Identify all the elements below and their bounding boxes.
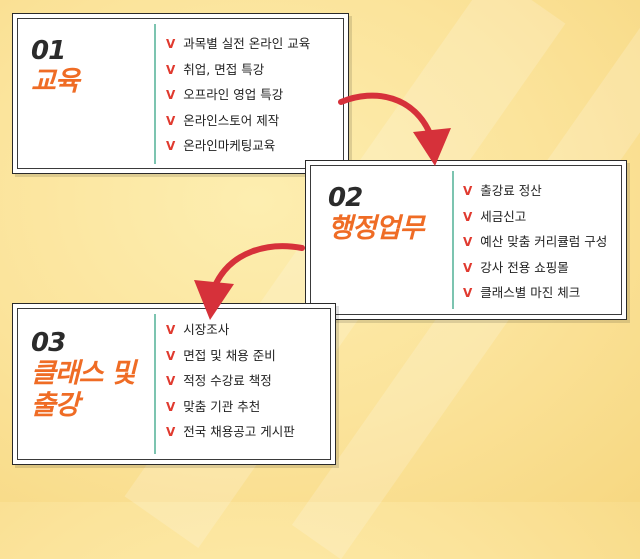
check-icon: V (166, 37, 176, 51)
list-item: V 과목별 실전 온라인 교육 (166, 31, 310, 57)
check-icon: V (463, 286, 473, 300)
list-item: V 온라인스토어 제작 (166, 108, 310, 134)
list-item: V 예산 맞춤 커리큘럼 구성 (463, 229, 607, 255)
check-icon: V (166, 113, 176, 128)
list-item-text: 오프라인 영업 특강 (183, 87, 284, 102)
section-title-line: 교육 (31, 66, 80, 97)
section-title: 클래스 및 출강 (31, 358, 136, 422)
section-card-class: 03 클래스 및 출강 V 시장조사 V 면접 및 채용 준비 V 적정 수강료 책정… (12, 303, 336, 465)
curved-arrow-icon (194, 243, 305, 320)
section-divider (154, 24, 156, 164)
list-item-text: 취업, 면접 특강 (183, 61, 265, 77)
list-item: V 시장조사 (166, 317, 295, 343)
section-item-list: V 시장조사 V 면접 및 채용 준비 V 적정 수강료 책정 V 맞춤 기관 추천 V… (166, 317, 295, 445)
list-item: V 온라인마케팅교육 (166, 133, 310, 159)
list-item-text: 세금신고 (480, 208, 527, 224)
check-icon: V (166, 62, 176, 77)
list-item-text: 과목별 실전 온라인 교육 (183, 36, 311, 51)
section-divider (452, 171, 454, 309)
list-item-text: 맞춤 기관 추천 (183, 398, 261, 414)
list-item-text: 출강료 정산 (480, 183, 542, 198)
curved-arrow-icon (338, 92, 451, 166)
list-item: V 적정 수강료 책정 (166, 368, 295, 394)
list-item-text: 온라인마케팅교육 (183, 138, 276, 153)
list-item-text: 적정 수강료 책정 (183, 373, 272, 388)
check-icon: V (166, 348, 176, 363)
section-number: 02 (328, 183, 363, 213)
check-icon: V (463, 184, 473, 198)
list-item-text: 예산 맞춤 커리큘럼 구성 (480, 234, 608, 249)
list-item: V 클래스별 마진 체크 (463, 280, 607, 306)
check-icon: V (166, 399, 176, 414)
list-item: V 출강료 정산 (463, 178, 607, 204)
check-icon: V (166, 374, 176, 388)
list-item: V 세금신고 (463, 204, 607, 230)
list-item: V 강사 전용 쇼핑몰 (463, 255, 607, 281)
list-item: V 맞춤 기관 추천 (166, 394, 295, 420)
list-item: V 오프라인 영업 특강 (166, 82, 310, 108)
check-icon: V (463, 235, 473, 249)
section-title-line: 클래스 및 (31, 358, 136, 389)
section-title: 교육 (31, 66, 80, 98)
check-icon: V (166, 139, 176, 153)
section-card-admin: 02 행정업무 V 출강료 정산 V 세금신고 V 예산 맞춤 커리큘럼 구성 V 강사… (305, 160, 627, 320)
check-icon: V (166, 323, 176, 337)
check-icon: V (166, 88, 176, 102)
section-number: 01 (31, 36, 66, 66)
section-divider (154, 314, 156, 454)
check-icon: V (166, 425, 176, 439)
section-title-line: 행정업무 (328, 213, 424, 244)
list-item-text: 면접 및 채용 준비 (183, 347, 276, 363)
list-item: V 면접 및 채용 준비 (166, 343, 295, 369)
list-item-text: 강사 전용 쇼핑몰 (480, 259, 569, 275)
list-item: V 취업, 면접 특강 (166, 57, 310, 83)
list-item-text: 시장조사 (183, 322, 230, 337)
check-icon: V (463, 209, 473, 224)
section-title: 행정업무 (328, 213, 424, 245)
check-icon: V (463, 260, 473, 275)
list-item-text: 클래스별 마진 체크 (480, 285, 581, 300)
section-number: 03 (31, 328, 66, 358)
list-item: V 전국 채용공고 게시판 (166, 419, 295, 445)
list-item-text: 온라인스토어 제작 (183, 112, 280, 128)
section-card-education: 01 교육 V 과목별 실전 온라인 교육 V 취업, 면접 특강 V 오프라인 영업… (12, 13, 349, 174)
section-title-line: 출강 (31, 390, 80, 421)
list-item-text: 전국 채용공고 게시판 (183, 424, 295, 439)
